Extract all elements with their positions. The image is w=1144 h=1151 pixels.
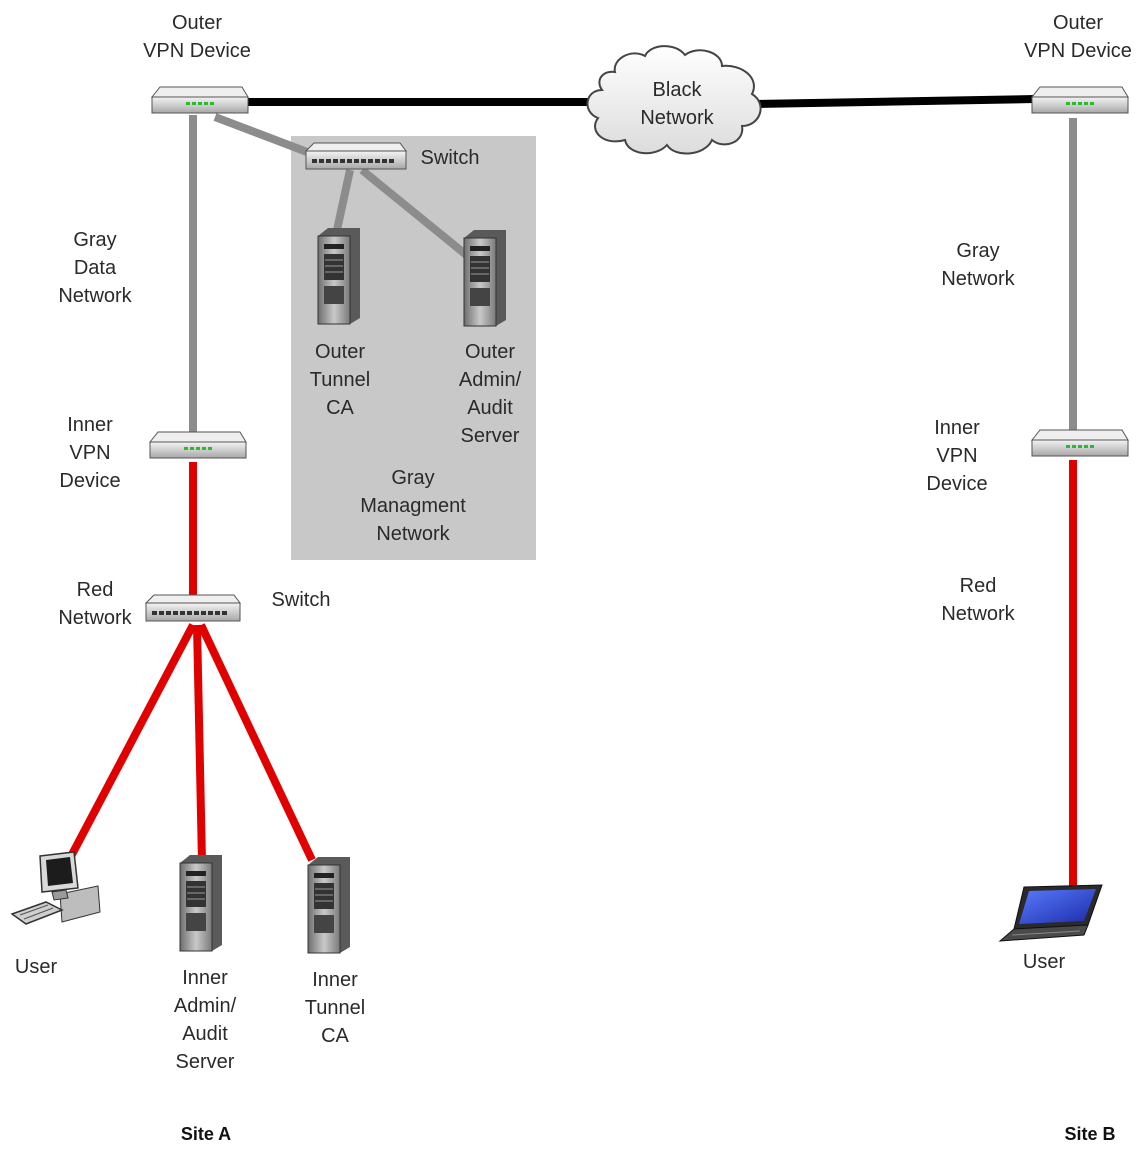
server-icon: [307, 857, 350, 954]
label-site-b-gray-network: Gray Network: [941, 237, 1014, 293]
label-line: VPN: [69, 442, 111, 464]
label-line: Inner: [934, 417, 980, 439]
label-line: Network: [640, 107, 714, 129]
label-line: Managment: [360, 495, 466, 517]
label-line: Network: [941, 268, 1015, 290]
label-line: User: [14, 956, 58, 978]
vpn-device-icon: [148, 431, 247, 459]
gray-link-outer-admin: [359, 166, 473, 262]
switch-icon: [304, 142, 407, 170]
label-site-b-outer-vpn: Outer VPN Device: [1024, 9, 1132, 65]
vpn-device-icon: [150, 86, 249, 114]
gray-mgmt-uplink: [213, 113, 317, 159]
label-line: VPN: [936, 445, 978, 467]
label-line: Admin/: [173, 995, 237, 1017]
vpn-device-icon: [1030, 86, 1129, 114]
label-red-switch: Switch: [272, 586, 331, 614]
label-line: Data: [73, 257, 117, 279]
label-line: VPN Device: [143, 40, 251, 62]
label-line: Outer: [1052, 12, 1104, 34]
server-icon: [317, 228, 360, 325]
laptop-icon: [998, 884, 1103, 942]
label-line: Inner: [67, 414, 113, 436]
label-line: Switch: [271, 589, 331, 611]
links: [64, 95, 1077, 890]
red-link-user: [64, 623, 197, 864]
label-inner-admin-audit: Inner Admin/ Audit Server: [174, 964, 236, 1076]
label-black-network: Black Network: [640, 76, 713, 132]
gray-link-outer-ca: [333, 169, 354, 231]
label-line: Device: [926, 473, 988, 495]
label-line: Outer: [464, 341, 516, 363]
site-a-label: Site A: [180, 1124, 232, 1144]
label-gray-management-network: Gray Managment Network: [360, 464, 466, 548]
label-line: Admin/: [458, 369, 522, 391]
label-mgmt-switch: Switch: [421, 144, 480, 172]
label-outer-admin-audit: Outer Admin/ Audit Server: [459, 338, 521, 450]
label-line: Red: [76, 579, 114, 601]
site-b-label: Site B: [1064, 1124, 1116, 1144]
label-line: Server: [175, 1051, 235, 1073]
label-line: Audit: [467, 397, 513, 419]
label-line: Outer: [171, 12, 223, 34]
label-line: Audit: [182, 1023, 228, 1045]
label-line: VPN Device: [1024, 40, 1132, 62]
label-line: Server: [460, 425, 520, 447]
label-line: Network: [58, 607, 132, 629]
vpn-device-icon: [1030, 429, 1129, 457]
label-line: Inner: [312, 969, 358, 991]
desktop-computer-icon: [10, 851, 101, 925]
label-site-a-inner-vpn: Inner VPN Device: [59, 411, 120, 495]
black-link-site-b: [754, 95, 1036, 108]
label-site-a-outer-vpn: Outer VPN Device: [143, 9, 251, 65]
label-line: Black: [652, 79, 702, 101]
label-site-b-user: User: [1023, 948, 1065, 976]
label-line: Tunnel: [309, 369, 371, 391]
label-line: Inner: [182, 967, 228, 989]
label-line: Switch: [420, 147, 480, 169]
label-site-a-red-network: Red Network: [58, 576, 131, 632]
label-line: Red: [959, 575, 997, 597]
red-link-inner-admin: [193, 624, 206, 863]
label-gray-data-network: Gray Data Network: [58, 226, 131, 310]
label-line: Gray: [73, 229, 117, 251]
cloud-icon: [586, 45, 762, 155]
label-site-b-red-network: Red Network: [941, 572, 1014, 628]
label-line: Network: [941, 603, 1015, 625]
label-line: CA: [321, 1025, 349, 1047]
label-line: Tunnel: [304, 997, 366, 1019]
gray-management-zone: [291, 136, 536, 560]
label-line: User: [1022, 951, 1066, 973]
label-site-a-user: User: [15, 953, 57, 981]
label-inner-tunnel-ca: Inner Tunnel CA: [305, 966, 365, 1050]
server-icon: [463, 230, 506, 327]
label-line: Network: [376, 523, 450, 545]
label-line: Gray: [391, 467, 435, 489]
server-icon: [179, 855, 222, 952]
label-line: Network: [58, 285, 132, 307]
label-line: CA: [326, 397, 354, 419]
red-link-inner-ca: [197, 623, 316, 862]
label-line: Gray: [956, 240, 1000, 262]
switch-icon: [144, 594, 241, 622]
label-line: Outer: [314, 341, 366, 363]
label-site-b-inner-vpn: Inner VPN Device: [926, 414, 987, 498]
label-outer-tunnel-ca: Outer Tunnel CA: [310, 338, 370, 422]
label-line: Device: [59, 470, 121, 492]
